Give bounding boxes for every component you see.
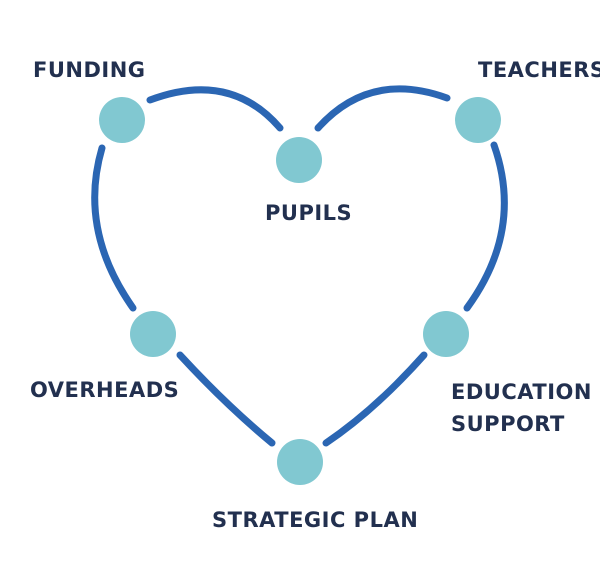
label-pupils: PUPILS <box>265 201 353 225</box>
node-teachers <box>455 97 501 143</box>
label-education-support-line2: SUPPORT <box>451 412 565 436</box>
label-education-support: EDUCATION SUPPORT <box>451 376 592 440</box>
node-strategic-plan <box>277 439 323 485</box>
heart-segment-pupils-teachers <box>314 85 451 132</box>
label-funding: FUNDING <box>33 58 146 82</box>
label-teachers: TEACHERS <box>478 58 600 82</box>
node-overheads <box>130 311 176 357</box>
heart-segment-teachers-education <box>463 141 508 312</box>
label-strategic-plan: STRATEGIC PLAN <box>212 508 419 532</box>
label-education-support-line1: EDUCATION <box>451 380 592 404</box>
node-education-support <box>423 311 469 357</box>
heart-segment-funding-pupils <box>146 86 284 132</box>
heart-segment-strategic-overheads <box>176 351 276 447</box>
heart-segment-overheads-funding <box>91 144 137 312</box>
label-overheads: OVERHEADS <box>30 378 180 402</box>
node-funding <box>99 97 145 143</box>
node-pupils <box>276 137 322 183</box>
heart-segment-education-strategic <box>322 351 428 447</box>
